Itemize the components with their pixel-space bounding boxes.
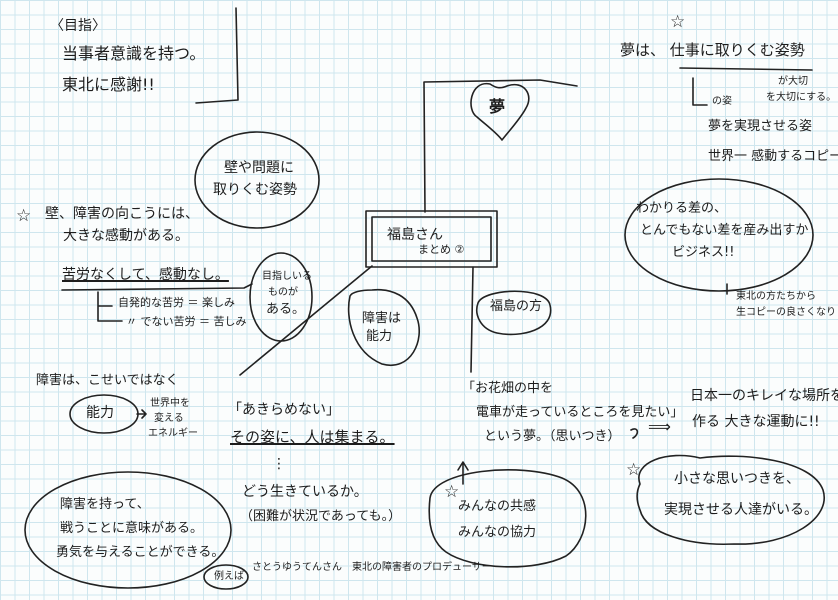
small-line3: ある。 bbox=[266, 302, 306, 317]
top-mid-bubble-shape bbox=[194, 131, 320, 229]
business-line2: とんでもない差を産み出すか bbox=[640, 223, 809, 238]
note-right-line1: 東北の方たちから bbox=[736, 291, 816, 302]
gather-line4: （困難が状況であっても。） bbox=[240, 509, 402, 524]
obstacle-line2: 能力 bbox=[366, 329, 393, 344]
gather-line3: どう生きているか。 bbox=[242, 484, 368, 500]
dream-arm bbox=[423, 79, 578, 213]
center-title: 福島さん bbox=[387, 227, 443, 243]
center-box-outer bbox=[365, 210, 498, 268]
realize-line2: 実現させる人達がいる。 bbox=[664, 502, 818, 518]
field-line2: 電車が走っているところを見たい」 bbox=[476, 405, 684, 420]
right-line1: 夢は、 仕事に取りくむ姿勢 bbox=[620, 41, 805, 59]
small-line2: ものが bbox=[268, 287, 298, 298]
star-icon: ☆ bbox=[16, 206, 32, 226]
left-line2: 大きな感動がある。 bbox=[63, 228, 189, 244]
header-tag: 〈目指〉 bbox=[50, 18, 106, 34]
field-line1: 「お花畑の中を bbox=[462, 381, 554, 396]
obstacle-bubble-shape bbox=[347, 288, 421, 367]
footer-tag: 例えば bbox=[214, 571, 244, 582]
small-bubble-shape bbox=[249, 252, 313, 342]
center-sub: まとめ ② bbox=[418, 243, 465, 256]
star-icon: ☆ bbox=[444, 482, 460, 502]
dream-label: 夢 bbox=[489, 97, 506, 116]
center-box-inner bbox=[371, 216, 492, 262]
gather-dots: ⋮ bbox=[272, 456, 286, 472]
star-icon: ☆ bbox=[626, 460, 642, 480]
left-item1: 自発的な苦労 ＝ 楽しみ bbox=[118, 296, 235, 309]
footer-text: さとうゆうてんさん 東北の障害者のプロデューサー bbox=[252, 562, 492, 573]
squiggle bbox=[630, 428, 639, 439]
left-item2: 〃 でない苦労 ＝ 苦しみ bbox=[126, 315, 247, 328]
top-mid-line1: 壁や問題に bbox=[224, 160, 294, 176]
right-bracket bbox=[692, 77, 708, 106]
lower-left-line3: 勇気を与えることができる。 bbox=[56, 545, 225, 560]
ability-note2: 変える bbox=[154, 413, 184, 424]
ability-word: 能力 bbox=[86, 405, 114, 421]
business-line1: わかりる差の、 bbox=[636, 201, 728, 216]
everyone-line2: みんなの協力 bbox=[458, 525, 537, 540]
japan-line1: 日本一のキレイな場所を bbox=[690, 388, 838, 404]
lower-left-bubble-shape bbox=[24, 471, 232, 589]
field-line3: という夢。（思いつき） bbox=[484, 429, 621, 444]
left-line3: 苦労なくして、感動なし。 bbox=[62, 267, 229, 283]
right-item1: 夢を実現させる姿 bbox=[708, 119, 813, 134]
everyone-line1: みんなの共感 bbox=[458, 499, 537, 514]
arrow-symbol: ⟹ bbox=[648, 417, 671, 436]
gather-line1: 「あきらめない」 bbox=[228, 402, 340, 418]
branch-down bbox=[470, 266, 474, 373]
up-arrow bbox=[457, 461, 469, 485]
right-underline bbox=[679, 67, 813, 71]
note-right-line2: 生コピーの良さくなり bbox=[736, 307, 836, 318]
header-box-frame bbox=[195, 7, 239, 104]
direction-bubble-shape bbox=[476, 290, 552, 336]
right-branch-b2: を大切にする。 bbox=[766, 92, 837, 103]
header-line2: 東北に感謝!! bbox=[62, 75, 155, 94]
small-line1: 目指しいる bbox=[262, 271, 312, 282]
left-underline bbox=[61, 283, 253, 291]
left-bracket bbox=[97, 291, 123, 322]
ability-title: 障害は、こせいではなく bbox=[36, 373, 179, 388]
realize-line1: 小さな思いつきを、 bbox=[674, 471, 800, 487]
obstacle-line1: 障害は bbox=[362, 311, 402, 326]
lower-left-line1: 障害を持って、 bbox=[60, 497, 150, 512]
dream-heart bbox=[470, 83, 530, 141]
realize-bubble-shape bbox=[636, 454, 826, 545]
ability-arrow bbox=[136, 409, 147, 419]
branch-lower-left bbox=[239, 265, 373, 376]
direction-label: 福島の方 bbox=[490, 299, 543, 314]
left-line1: 壁、障害の向こうには、 bbox=[45, 206, 199, 222]
top-mid-line2: 取りくむ姿勢 bbox=[213, 182, 297, 198]
ability-note1: 世界中を bbox=[150, 398, 190, 409]
lower-left-line2: 戦うことに意味がある。 bbox=[60, 521, 204, 536]
ability-note3: エネルギー bbox=[148, 428, 198, 439]
business-line3: ビジネス!! bbox=[672, 245, 735, 260]
header-line1: 当事者意識を持つ。 bbox=[62, 44, 206, 63]
japan-line2: 作る 大きな運動に!! bbox=[692, 414, 820, 430]
right-branch-a: の姿 bbox=[712, 96, 732, 107]
right-branch-b1: が大切 bbox=[778, 76, 808, 87]
business-bubble-shape bbox=[624, 178, 814, 292]
gather-line2: その姿に、人は集まる。 bbox=[230, 428, 395, 446]
right-item2: 世界一 感動するコピー機! bbox=[708, 149, 838, 164]
everyone-bubble-shape bbox=[428, 469, 587, 568]
star-icon: ☆ bbox=[670, 12, 686, 32]
footer-tag-oval bbox=[203, 564, 249, 590]
